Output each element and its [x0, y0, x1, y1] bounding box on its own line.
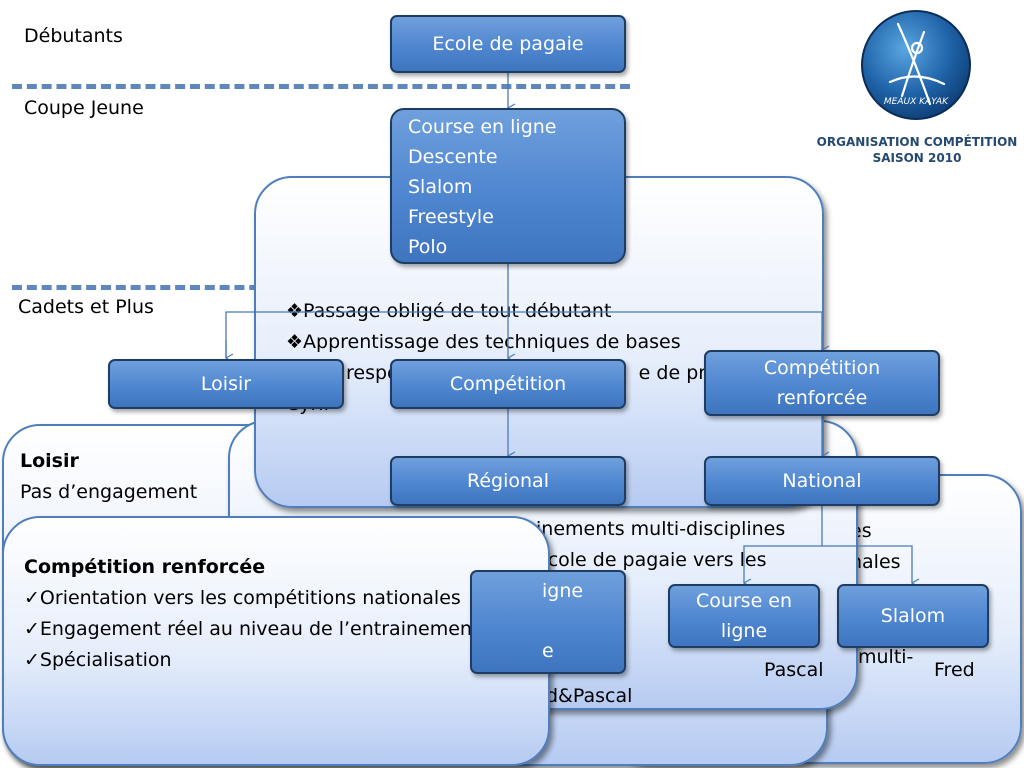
- ecole-de-pagaie-box: Ecole de pagaie: [390, 15, 626, 73]
- disciplines-box: Course en ligne Descente Slalom Freestyl…: [390, 108, 626, 264]
- checkmark-icon: ✓: [24, 618, 40, 640]
- regional-box: Régional: [390, 456, 626, 506]
- diamond-bullet-icon: ❖: [286, 331, 304, 353]
- level-debutants: Débutants: [24, 25, 123, 47]
- level-cadets: Cadets et Plus: [18, 296, 154, 318]
- competition-box: Compétition: [390, 359, 626, 409]
- course-en-ligne-box: Course en ligne: [668, 584, 820, 648]
- diamond-bullet-icon: ❖: [286, 300, 304, 322]
- name-fred: Fred: [934, 659, 975, 681]
- checkmark-icon: ✓: [24, 587, 40, 609]
- course-partial-box: igne e: [470, 570, 626, 674]
- panel-renforcee-text: Compétition renforcée ✓Orientation vers …: [24, 556, 480, 671]
- loisir-box: Loisir: [108, 359, 344, 409]
- name-pascal: Pascal: [764, 659, 824, 681]
- panel-competition-renforcee: Compétition renforcée ✓Orientation vers …: [2, 516, 550, 766]
- panel-competition-name: d&Pascal: [546, 685, 633, 707]
- logo-title: ORGANISATION COMPÉTITION SAISON 2010: [816, 135, 1018, 165]
- competition-renforcee-box: Compétition renforcée: [704, 350, 940, 416]
- national-box: National: [704, 456, 940, 506]
- separator-debutants: [12, 84, 630, 89]
- meaux-kayak-logo: MEAUX KAYAK: [861, 10, 971, 120]
- svg-text:MEAUX KAYAK: MEAUX KAYAK: [884, 97, 949, 107]
- level-coupe-jeune: Coupe Jeune: [24, 97, 144, 119]
- slalom-box: Slalom: [837, 584, 989, 648]
- panel-national-text-2: multi-: [858, 646, 914, 668]
- checkmark-icon: ✓: [24, 649, 40, 671]
- panel-loisir-text: Loisir Pas d’engagement: [20, 450, 198, 503]
